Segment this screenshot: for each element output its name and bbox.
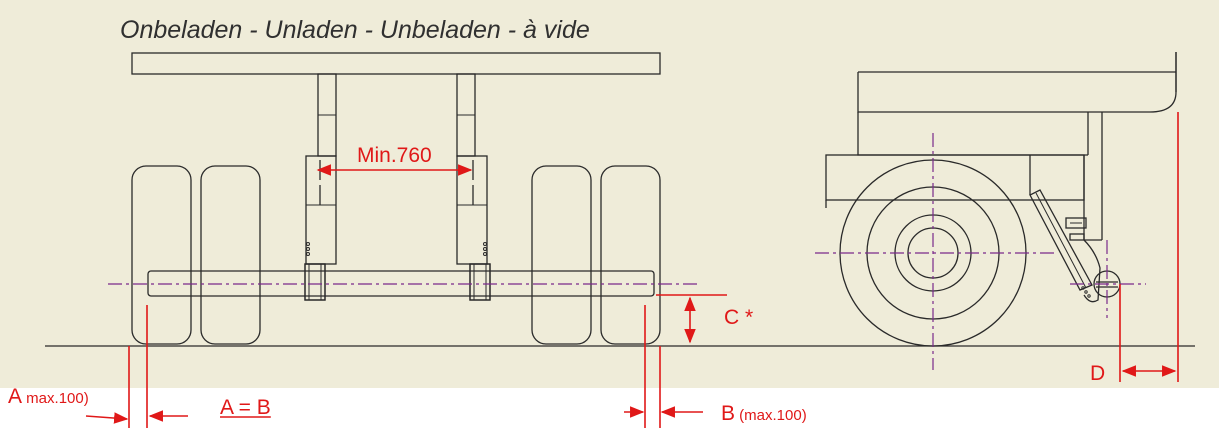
min760-label: Min.760 [357,144,432,167]
platform-top [131,52,661,75]
body-outline [857,52,1177,113]
suspension-arm [1029,189,1093,291]
a-arrow-left [85,412,129,424]
a-letter: A [8,385,22,408]
diagram-title: Onbeladen - Unladen - Unbeladen - à vide [120,16,590,44]
a-equals-b-label: A = B [220,396,271,419]
a-note: max.100) [22,390,89,407]
b-letter: B [721,402,735,425]
a-max-label: A max.100) [8,385,89,408]
tire-left-outer [131,165,192,345]
b-max-label: B (max.100) [721,402,807,425]
front-view: Min.760 C * A max.100) A = B B (max.100) [8,52,807,428]
side-view: D [815,52,1179,385]
b-note: (max.100) [735,407,807,424]
drawing-background [0,0,1219,388]
tire-left-inner [200,165,261,345]
tire-right-inner [531,165,592,345]
d-label: D [1090,362,1105,385]
c-label: C * [724,306,753,329]
tire-right-outer [600,165,661,345]
